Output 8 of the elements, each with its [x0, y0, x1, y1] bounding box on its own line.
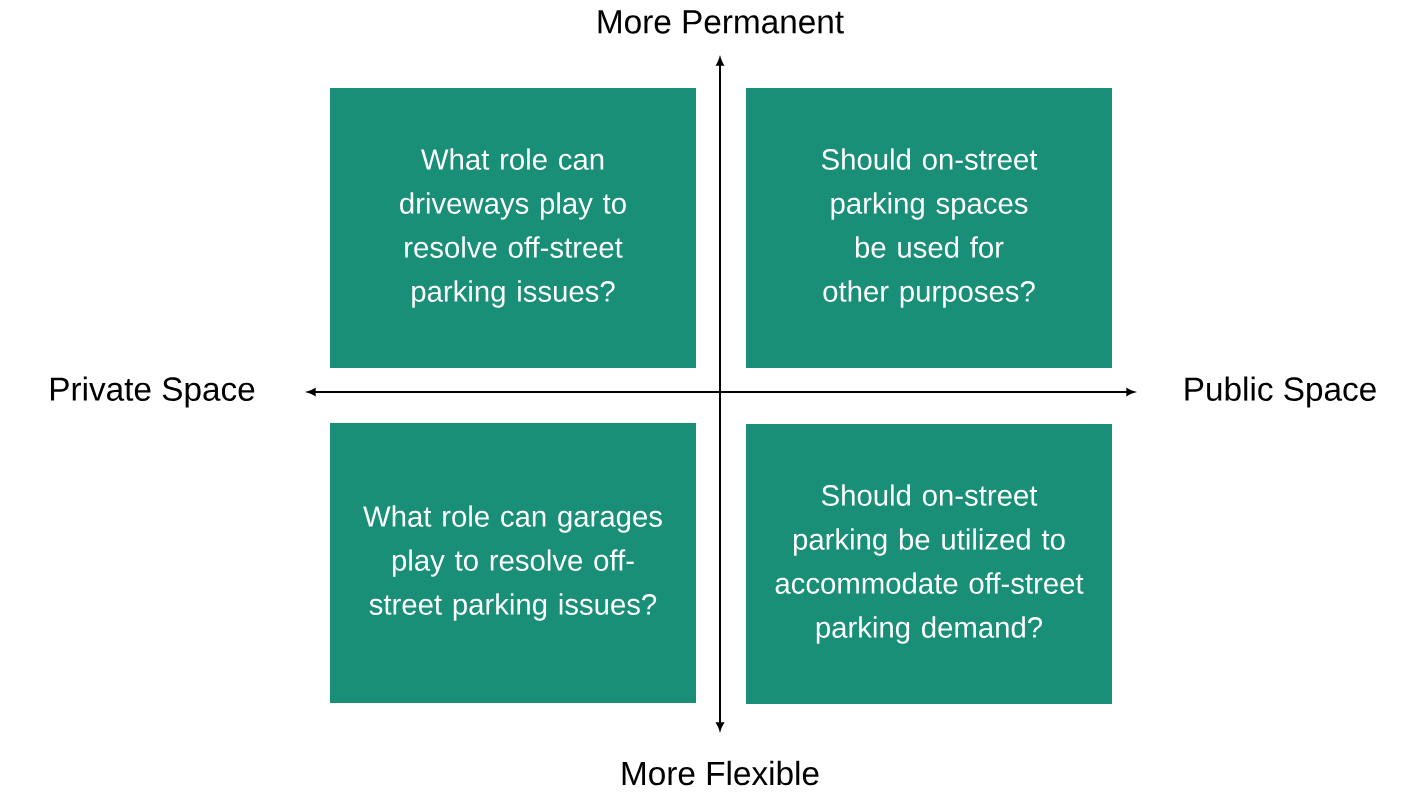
axis-label: More Flexible: [622, 760, 819, 786]
question-box: Should on-street parking spaces be used for other purposes?: [746, 88, 1112, 368]
question-box: Should on-street parking be utilized to accommodate off-street parking demand?: [746, 424, 1112, 704]
axis-label: More Permanent: [598, 10, 844, 34]
question-box: What role can garages play to resolve off-street parking issues?: [330, 423, 696, 703]
question-box: What role can driveways play to resolve off-street parking issues?: [330, 88, 696, 368]
axis-label: Public Space: [1185, 376, 1376, 408]
axis-label: Private Space: [51, 376, 255, 408]
